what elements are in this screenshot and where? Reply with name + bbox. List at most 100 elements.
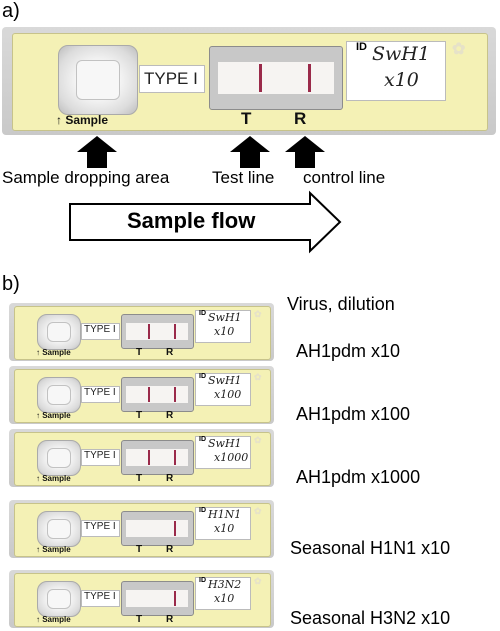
- test-line-mark: [259, 64, 262, 92]
- id-dilution: x1000: [214, 451, 249, 464]
- virus-dilution-label: AH1pdm x10: [296, 341, 401, 361]
- flow-label: Sample flow: [127, 208, 256, 233]
- id-prefix: ID: [199, 436, 206, 443]
- type-label: TYPE I: [84, 324, 116, 335]
- test-cassette-small: ↑ Sample TYPE I T R ID H3N2 x10 ✿: [9, 570, 274, 628]
- r-label: R: [294, 109, 307, 128]
- sample-label: ↑ Sample: [36, 411, 71, 420]
- id-label-box: [195, 436, 251, 469]
- id-label-box: [346, 41, 446, 101]
- result-window: [121, 377, 194, 412]
- sample-well: [37, 511, 81, 547]
- control-line-mark: [174, 521, 176, 536]
- sample-well: [37, 581, 81, 617]
- brand-mark-icon: ✿: [452, 41, 466, 58]
- type-label-box: [81, 323, 120, 340]
- type-label: TYPE I: [84, 450, 116, 461]
- virus-dilution-label: AH1pdm x100: [296, 404, 411, 424]
- brand-mark-icon: ✿: [254, 435, 262, 445]
- type-label-box: [139, 65, 205, 93]
- brand-mark-icon: ✿: [254, 309, 262, 319]
- id-text: H3N2: [208, 578, 242, 591]
- caption-control-line: control line: [303, 168, 386, 187]
- caption-sample-area: Sample dropping area: [2, 168, 170, 187]
- id-dilution: x100: [214, 388, 242, 401]
- id-prefix: ID: [199, 507, 206, 514]
- type-label-box: [81, 386, 120, 403]
- t-label: T: [136, 544, 143, 555]
- id-label-box: [195, 310, 251, 343]
- result-window: [209, 46, 343, 110]
- id-label-box: [195, 577, 251, 610]
- id-prefix: ID: [199, 373, 206, 380]
- sample-label: ↑ Sample: [56, 113, 109, 127]
- test-strip: [126, 386, 188, 403]
- brand-mark-icon: ✿: [254, 506, 262, 516]
- test-strip: [126, 590, 188, 607]
- test-cassette-small: ↑ Sample TYPE I T R ID SwH1 x100 ✿: [9, 366, 274, 424]
- pointer-arrows: [77, 136, 325, 168]
- id-dilution: x10: [384, 69, 419, 91]
- test-line-mark: [148, 450, 150, 465]
- sample-well: [58, 45, 138, 115]
- type-label: TYPE I: [144, 69, 198, 88]
- id-dilution: x10: [214, 592, 235, 605]
- type-label-box: [81, 590, 120, 607]
- id-label-box: [195, 507, 251, 540]
- test-cassette-small: ↑ Sample TYPE I T R ID SwH1 x1000 ✿: [9, 429, 274, 487]
- virus-dilution-label: AH1pdm x1000: [296, 467, 421, 487]
- sample-well: [37, 440, 81, 476]
- control-line-mark: [174, 387, 176, 402]
- test-line-mark: [148, 387, 150, 402]
- t-label: T: [241, 109, 252, 128]
- r-label: R: [166, 410, 174, 421]
- r-label: R: [166, 473, 174, 484]
- panel-b-label: b): [2, 273, 20, 295]
- brand-mark-icon: ✿: [254, 576, 262, 586]
- result-window: [121, 511, 194, 546]
- control-line-mark: [174, 450, 176, 465]
- sample-label: ↑ Sample: [36, 474, 71, 483]
- sample-label: ↑ Sample: [36, 348, 71, 357]
- type-label: TYPE I: [84, 387, 116, 398]
- id-dilution: x10: [214, 325, 235, 338]
- t-label: T: [136, 347, 143, 358]
- id-prefix: ID: [199, 310, 206, 317]
- r-label: R: [166, 347, 174, 358]
- id-text: H1N1: [208, 508, 242, 521]
- r-label: R: [166, 544, 174, 555]
- arrow-up-control-icon: [285, 136, 325, 168]
- id-text: SwH1: [208, 374, 242, 387]
- sample-well: [37, 377, 81, 413]
- arrow-up-test-icon: [230, 136, 270, 168]
- result-window: [121, 314, 194, 349]
- type-label-box: [81, 449, 120, 466]
- control-line-mark: [308, 64, 311, 92]
- test-strip: [126, 323, 188, 340]
- panel-a-label: a): [2, 0, 20, 22]
- id-prefix: ID: [199, 577, 206, 584]
- type-label: TYPE I: [84, 591, 116, 602]
- t-label: T: [136, 410, 143, 421]
- test-cassette-small: ↑ Sample TYPE I T R ID SwH1 x10 ✿: [9, 303, 274, 361]
- sample-well: [37, 314, 81, 350]
- test-line-mark: [148, 324, 150, 339]
- flow-arrow-icon: [69, 190, 342, 254]
- sample-label: ↑ Sample: [36, 615, 71, 624]
- r-label: R: [166, 614, 174, 625]
- test-cassette-small: ↑ Sample TYPE I T R ID H1N1 x10 ✿: [9, 500, 274, 558]
- result-window: [121, 440, 194, 475]
- brand-mark-icon: ✿: [254, 372, 262, 382]
- id-text: SwH1: [208, 437, 242, 450]
- sample-label: ↑ Sample: [36, 545, 71, 554]
- t-label: T: [136, 614, 143, 625]
- type-label: TYPE I: [84, 521, 116, 532]
- virus-dilution-label: Seasonal H1N1 x10: [290, 538, 451, 558]
- virus-header: Virus, dilution: [287, 294, 395, 314]
- id-text: SwH1: [372, 43, 430, 65]
- type-label-box: [81, 520, 120, 537]
- test-strip: [126, 520, 188, 537]
- result-window: [121, 581, 194, 616]
- control-line-mark: [174, 591, 176, 606]
- t-label: T: [136, 473, 143, 484]
